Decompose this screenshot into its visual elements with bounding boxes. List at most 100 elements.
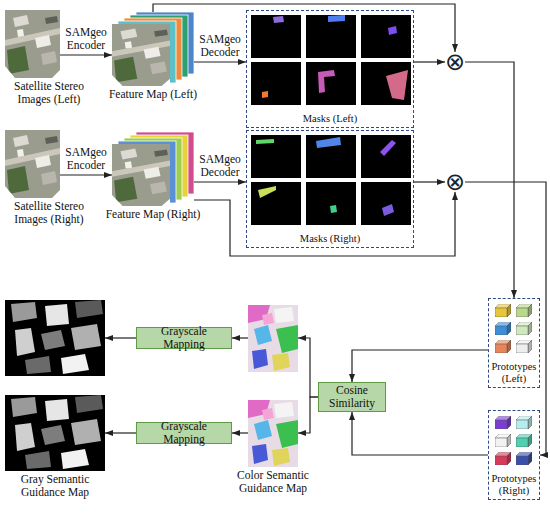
connector-line [465, 62, 514, 298]
dashed-group-box: Masks (Right) [246, 130, 414, 248]
group-label: Prototypes (Right) [489, 473, 539, 497]
mask-tile [361, 62, 411, 105]
mask-shape [273, 16, 284, 23]
gray-guidance-image [5, 300, 105, 376]
color-guidance-image [248, 400, 298, 467]
prototype-cube [516, 452, 532, 465]
mask-tiles [251, 15, 411, 105]
connector-line [194, 192, 455, 256]
feature-front [112, 144, 170, 206]
mask-tile [251, 135, 301, 178]
node-caption: Gray Semantic Guidance Map [5, 473, 105, 499]
image-node: Satellite Stereo Images (Right) [5, 130, 60, 198]
flow-connector [105, 338, 136, 339]
process-box: Cosine Similarity [318, 382, 386, 412]
prototype-cubes [495, 416, 532, 465]
mask-shape [388, 26, 397, 35]
mask-shape [256, 139, 274, 144]
group-label: Masks (Left) [247, 113, 413, 125]
flow-connector [232, 433, 248, 434]
mask-shape [328, 15, 345, 22]
node-caption: Feature Map (Left) [88, 88, 218, 101]
edge-label: SAMgeo Encoder [61, 146, 111, 172]
mask-tile [361, 15, 411, 58]
mask-shape [380, 140, 396, 156]
mask-shape [316, 137, 341, 148]
mask-shape [330, 205, 337, 213]
flow-connector [352, 412, 488, 455]
prototype-cubes [495, 304, 532, 353]
mask-tile [306, 15, 356, 58]
prototype-cube [495, 304, 511, 317]
flow-connector [194, 182, 246, 183]
multiply-operator: ⊗ [445, 52, 465, 72]
group-label: Masks (Right) [247, 233, 413, 245]
node-caption: Satellite Stereo Images (Left) [5, 80, 93, 106]
feature-front [112, 24, 170, 86]
mask-shape [258, 186, 276, 198]
color-guidance-image [248, 305, 298, 372]
process-box: Grayscale Mapping [136, 422, 232, 444]
dashed-group-box: Prototypes (Left) [488, 298, 540, 388]
flow-connector [298, 338, 318, 433]
image-node: Feature Map (Left) [112, 12, 194, 86]
multiply-operator: ⊗ [445, 172, 465, 192]
operator-symbol: ⊗ [445, 172, 465, 192]
gray-guidance-image [5, 395, 105, 471]
mask-tile [361, 135, 411, 178]
edge-label: SAMgeo Encoder [61, 26, 111, 52]
mask-tile [361, 182, 411, 225]
prototype-cube [495, 452, 511, 465]
mask-tile [306, 62, 356, 105]
connector-line [232, 337, 248, 338]
flow-connector [194, 192, 455, 256]
process-box: Grayscale Mapping [136, 327, 232, 349]
node-caption: Feature Map (Right) [88, 208, 218, 221]
flow-connector [414, 182, 445, 183]
mask-tile [251, 15, 301, 58]
connector-line [60, 174, 112, 175]
prototype-cube [516, 340, 532, 353]
prototype-cube [495, 416, 511, 429]
connector-line [352, 412, 488, 455]
connector-line [194, 181, 246, 182]
connector-line [194, 61, 246, 62]
operator-symbol: ⊗ [445, 52, 465, 72]
process-label: Grayscale Mapping [137, 325, 231, 351]
connector-line [105, 337, 136, 338]
flow-connector [465, 182, 546, 455]
group-label: Prototypes (Left) [489, 361, 539, 385]
connector-line [465, 182, 546, 455]
mask-shape [382, 204, 394, 216]
dashed-group-box: Masks (Left) [246, 10, 414, 128]
edge-label: SAMgeo Decoder [195, 33, 245, 59]
prototype-cube [495, 434, 511, 447]
connector-line [105, 432, 136, 433]
flow-connector [60, 55, 112, 56]
connector-line [298, 338, 318, 397]
connector-line [153, 4, 455, 52]
prototype-cube [516, 304, 532, 317]
connector-line [60, 54, 112, 55]
prototype-cube [516, 416, 532, 429]
connector-line [414, 181, 445, 182]
prototype-cube [495, 340, 511, 353]
process-label: Cosine Similarity [319, 384, 385, 410]
prototype-cube [495, 322, 511, 335]
image-node: Feature Map (Right) [112, 132, 194, 206]
process-label: Grayscale Mapping [137, 420, 231, 446]
feature-map-stack [112, 132, 194, 206]
connector-line [232, 432, 248, 433]
flow-connector [105, 433, 136, 434]
mask-tile [306, 182, 356, 225]
image-node: Satellite Stereo Images (Left) [5, 10, 60, 78]
dashed-group-box: Prototypes (Right) [488, 410, 540, 500]
node-caption: Color Semantic Guidance Map [225, 469, 321, 495]
prototype-cube [516, 322, 532, 335]
mask-tiles [251, 135, 411, 225]
